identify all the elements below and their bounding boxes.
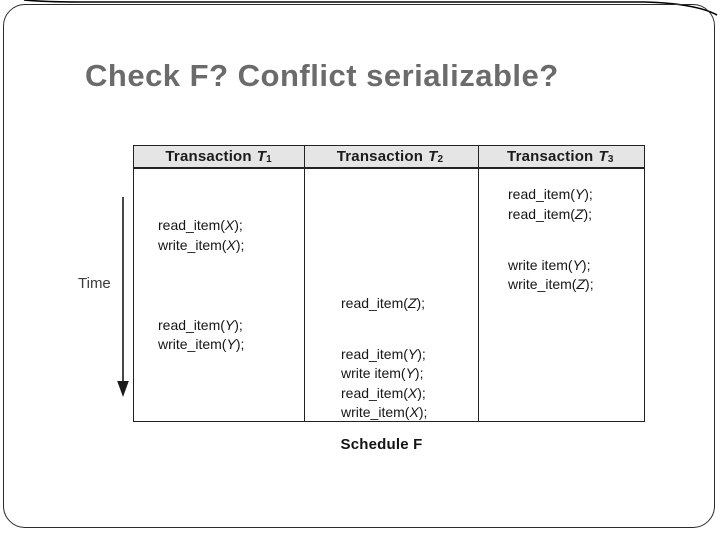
operation-t3: write item(Y); xyxy=(508,257,591,273)
operation-t3: read_item(Z); xyxy=(508,206,593,222)
operation-t1: write_item(Y); xyxy=(158,336,245,352)
operation-t3: write_item(Z); xyxy=(508,276,594,292)
operation-t2: read_item(Z); xyxy=(341,295,426,311)
operation-t2: read_item(Y); xyxy=(341,346,426,362)
table-body: read_item(Y);read_item(Z);read_item(X);w… xyxy=(134,146,644,421)
operation-t2: write_item(X); xyxy=(341,404,428,420)
operation-t2: read_item(X); xyxy=(341,385,426,401)
slide-border xyxy=(3,4,715,528)
operation-t3: read_item(Y); xyxy=(508,186,593,202)
time-arrow-down-icon xyxy=(117,197,129,397)
operation-t2: write item(Y); xyxy=(341,365,424,381)
slide-title: Check F? Conflict serializable? xyxy=(85,58,559,93)
time-label: Time xyxy=(78,275,111,292)
operation-t1: write_item(X); xyxy=(158,237,245,253)
column-separator xyxy=(304,146,305,421)
table-caption: Schedule F xyxy=(340,436,423,453)
operation-t1: read_item(X); xyxy=(158,217,243,233)
column-separator xyxy=(478,146,479,421)
operation-t1: read_item(Y); xyxy=(158,317,243,333)
